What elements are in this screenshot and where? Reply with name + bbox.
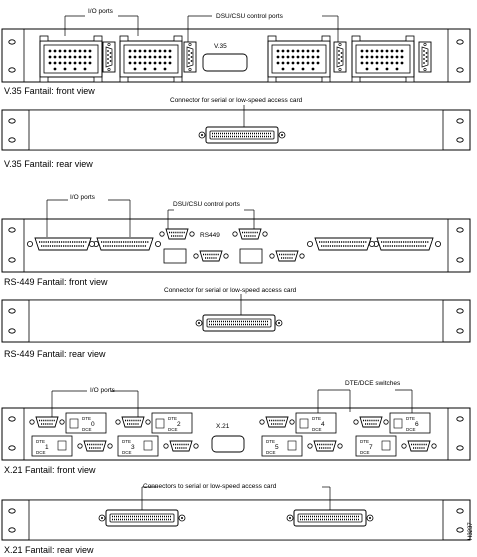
- svg-text:2: 2: [177, 421, 181, 428]
- svg-text:DCE: DCE: [312, 427, 322, 432]
- svg-text:DCE: DCE: [168, 427, 178, 432]
- v35-front-panel: I/O ports DSU/CSU control ports V.35 V.3…: [1, 8, 471, 96]
- v35-rear-connector: [198, 126, 286, 144]
- rs449-front-dsu-label: DSU/CSU control ports: [173, 201, 241, 208]
- rs449-rear-panel: Connector for serial or low-speed access…: [1, 287, 471, 359]
- v35-control-port-4: [418, 41, 432, 73]
- svg-text:4: 4: [321, 421, 325, 428]
- x21-front-panel: DTE 0 DCE DTE 2 DCE DTE 4 DCE DTE 6 DCE …: [1, 380, 471, 475]
- svg-text:DTE: DTE: [82, 416, 91, 421]
- x21-switch-1: DTE 1 DCE: [31, 435, 73, 457]
- svg-text:DTE: DTE: [168, 416, 177, 421]
- x21-switch-0: DTE 0 DCE: [65, 412, 107, 434]
- x21-switch-5: DTE 5 DCE: [261, 435, 303, 457]
- v35-blank-plate: [202, 53, 248, 72]
- rs449-blank-plate-2: [239, 248, 263, 264]
- v35-front-dsu-label: DSU/CSU control ports: [216, 13, 284, 20]
- rs449-rear-caption: RS-449 Fantail: rear view: [4, 349, 106, 359]
- v35-io-port-2: [119, 35, 183, 83]
- svg-text:DCE: DCE: [266, 450, 276, 455]
- svg-text:3: 3: [131, 444, 135, 451]
- v35-rear-panel: Connector for serial or low-speed access…: [1, 97, 471, 169]
- rs449-front-io-label: I/O ports: [70, 194, 96, 201]
- v35-control-port-2: [183, 41, 197, 73]
- x21-rear-connector-label: Connectors to serial or low-speed access…: [143, 483, 277, 490]
- rs449-front-panel: I/O ports DSU/CSU control ports RS449 RS…: [1, 194, 471, 287]
- v35-rear-caption: V.35 Fantail: rear view: [4, 159, 93, 169]
- v35-rear-connector-label: Connector for serial or low-speed access…: [170, 97, 303, 104]
- x21-switch-4: DTE 4 DCE: [295, 412, 337, 434]
- svg-text:DTE: DTE: [122, 439, 131, 444]
- rs449-front-caption: RS-449 Fantail: front view: [4, 277, 108, 287]
- svg-text:0: 0: [91, 421, 95, 428]
- x21-switch-7: DTE 7 DCE: [355, 435, 397, 457]
- svg-text:5: 5: [275, 444, 279, 451]
- svg-text:DTE: DTE: [406, 416, 415, 421]
- rs449-front-model-label: RS449: [200, 232, 220, 239]
- svg-text:6: 6: [415, 421, 419, 428]
- svg-text:DCE: DCE: [406, 427, 416, 432]
- x21-switch-3: DTE 3 DCE: [117, 435, 159, 457]
- svg-text:DTE: DTE: [266, 439, 275, 444]
- rs449-io-port-2: [88, 237, 162, 251]
- x21-front-model-label: X.21: [216, 423, 230, 430]
- v35-io-port-4: [351, 35, 415, 83]
- x21-front-caption: X.21 Fantail: front view: [4, 465, 96, 475]
- v35-front-model-label: V.35: [214, 43, 227, 50]
- rs449-blank-plate-1: [163, 248, 187, 264]
- v35-io-port-3: [267, 35, 331, 83]
- svg-text:DCE: DCE: [122, 450, 132, 455]
- x21-switch-6: DTE 6 DCE: [389, 412, 431, 434]
- x21-front-switch-label: DTE/DCE switches: [345, 380, 401, 387]
- rs449-io-port-4: [368, 237, 442, 251]
- svg-text:1: 1: [45, 444, 49, 451]
- rs449-rear-connector-label: Connector for serial or low-speed access…: [164, 287, 297, 294]
- rs449-rear-connector: [195, 314, 283, 332]
- svg-text:DTE: DTE: [36, 439, 45, 444]
- x21-rear-caption: X.21 Fantail: rear view: [4, 545, 94, 555]
- svg-text:DCE: DCE: [82, 427, 92, 432]
- svg-text:7: 7: [369, 444, 373, 451]
- svg-text:DCE: DCE: [360, 450, 370, 455]
- figure-id: H3237: [468, 522, 474, 540]
- rs449-io-port-3: [306, 237, 380, 251]
- x21-front-io-label: I/O ports: [90, 387, 116, 394]
- svg-text:DTE: DTE: [360, 439, 369, 444]
- v35-io-port-1: [39, 35, 103, 83]
- rs449-io-port-1: [26, 237, 100, 251]
- v35-control-port-1: [102, 41, 116, 73]
- x21-rear-panel: Connectors to serial or low-speed access…: [1, 483, 471, 555]
- x21-rear-connector-1: [98, 509, 186, 527]
- v35-control-port-3: [333, 41, 347, 73]
- svg-text:DCE: DCE: [36, 450, 46, 455]
- x21-switch-2: DTE 2 DCE: [151, 412, 193, 434]
- x21-rear-connector-2: [286, 509, 374, 527]
- v35-front-caption: V.35 Fantail: front view: [4, 86, 95, 96]
- x21-blank-plate: [211, 435, 245, 453]
- v35-front-io-label: I/O ports: [88, 8, 114, 15]
- svg-text:DTE: DTE: [312, 416, 321, 421]
